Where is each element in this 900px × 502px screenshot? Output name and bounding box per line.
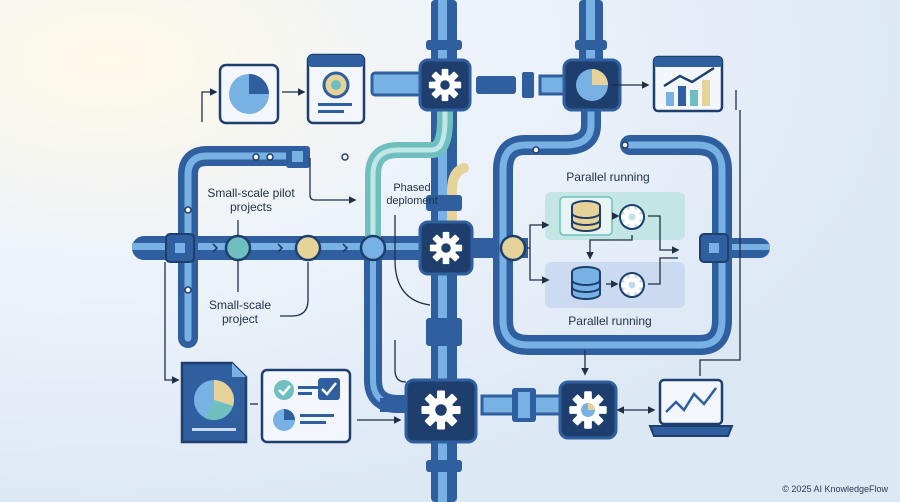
database-icon bbox=[571, 200, 601, 232]
parallel-panel-bottom bbox=[545, 262, 685, 308]
bar-chart-window bbox=[652, 55, 724, 113]
gear-box-center bbox=[418, 220, 474, 276]
gear-box-bottom-right bbox=[558, 380, 618, 440]
trend-line-icon bbox=[663, 66, 715, 88]
checklist-card bbox=[260, 368, 352, 444]
label-phased-deployment: Phased deploment bbox=[386, 182, 438, 207]
pipe-dots bbox=[184, 141, 629, 294]
label-parallel-running-bottom: Parallel running bbox=[568, 314, 652, 328]
gear-box-pie-top bbox=[562, 58, 622, 112]
line-chart-icon bbox=[665, 387, 717, 413]
pie-chart-card bbox=[218, 63, 280, 125]
label-small-project: Small-scale project bbox=[208, 298, 271, 326]
report-card-top bbox=[306, 53, 366, 125]
gear-box-bottom bbox=[404, 378, 478, 444]
gear-box-top-center bbox=[418, 58, 472, 112]
gear-icon bbox=[429, 231, 463, 265]
label-parallel-running-top: Parallel running bbox=[566, 170, 650, 184]
label-pilot-projects: Small-scale pilot projects bbox=[207, 186, 295, 214]
pipe-couplings bbox=[426, 40, 607, 472]
check-icon bbox=[274, 380, 294, 400]
flow-chevrons bbox=[212, 243, 349, 253]
copyright-notice: © 2025 AI KnowledgeFlow bbox=[782, 484, 888, 494]
gear-icon bbox=[421, 390, 461, 430]
junction-boxes bbox=[165, 146, 729, 263]
gear-icon bbox=[428, 68, 462, 102]
flow-arrows bbox=[164, 81, 741, 424]
database-icon bbox=[571, 266, 601, 300]
document-pie-card bbox=[180, 361, 248, 444]
laptop-monitor bbox=[648, 378, 734, 437]
